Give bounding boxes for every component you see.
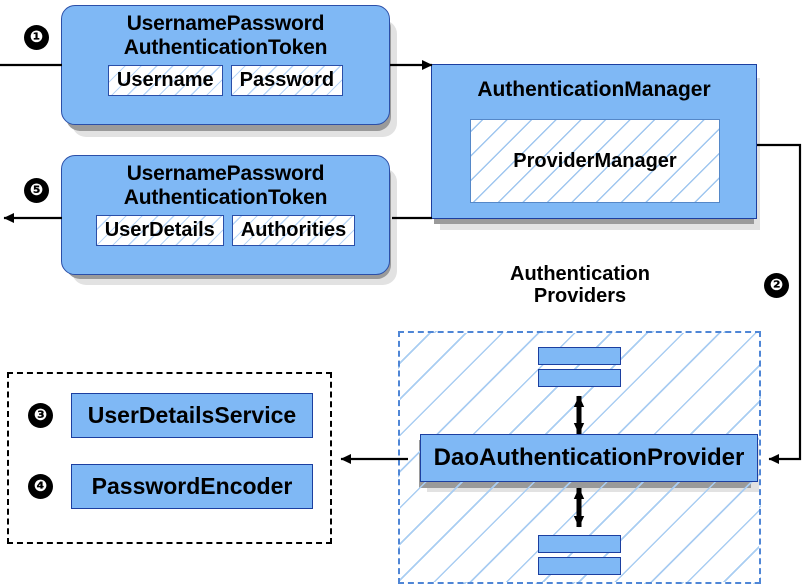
- password-encoder-label: PasswordEncoder: [91, 473, 293, 499]
- username-slot: Username: [107, 65, 223, 97]
- authorities-slot: Authorities: [231, 215, 356, 247]
- provider-placeholder-bar-4: [538, 557, 621, 575]
- authentication-manager-box[interactable]: AuthenticationManager ProviderManager: [431, 64, 757, 219]
- step-badge-2: ❷: [764, 273, 789, 298]
- username-password-authentication-token-response[interactable]: UsernamePassword AuthenticationToken Use…: [61, 155, 390, 275]
- provider-placeholder-bar-2: [538, 369, 621, 387]
- request-token-title: UsernamePassword AuthenticationToken: [123, 12, 328, 59]
- step-badge-5: ❺: [24, 178, 49, 203]
- username-password-authentication-token-request[interactable]: UsernamePassword AuthenticationToken Use…: [61, 5, 390, 125]
- step-badge-4: ❹: [28, 474, 53, 499]
- user-details-service-box[interactable]: UserDetailsService: [71, 393, 313, 438]
- step-badge-1: ❶: [24, 25, 49, 50]
- response-token-title: UsernamePassword AuthenticationToken: [123, 162, 328, 209]
- provider-manager-box[interactable]: ProviderManager: [470, 119, 720, 203]
- provider-placeholder-bar-1: [538, 347, 621, 365]
- password-slot: Password: [230, 65, 344, 97]
- authentication-manager-title: AuthenticationManager: [477, 78, 711, 101]
- response-token-slots: UserDetails Authorities: [95, 215, 356, 247]
- dao-authentication-provider-box[interactable]: DaoAuthenticationProvider: [420, 434, 758, 482]
- provider-placeholder-bar-3: [538, 535, 621, 553]
- password-encoder-box[interactable]: PasswordEncoder: [71, 464, 313, 509]
- user-details-service-label: UserDetailsService: [87, 402, 297, 428]
- authentication-providers-caption: Authentication Providers: [510, 263, 650, 308]
- request-token-slots: Username Password: [107, 65, 344, 97]
- provider-manager-title: ProviderManager: [513, 149, 677, 172]
- userdetails-slot: UserDetails: [95, 215, 224, 247]
- step-badge-3: ❸: [28, 403, 53, 428]
- connector-manager-to-provider: [757, 143, 802, 464]
- dao-authentication-provider-label: DaoAuthenticationProvider: [433, 444, 745, 471]
